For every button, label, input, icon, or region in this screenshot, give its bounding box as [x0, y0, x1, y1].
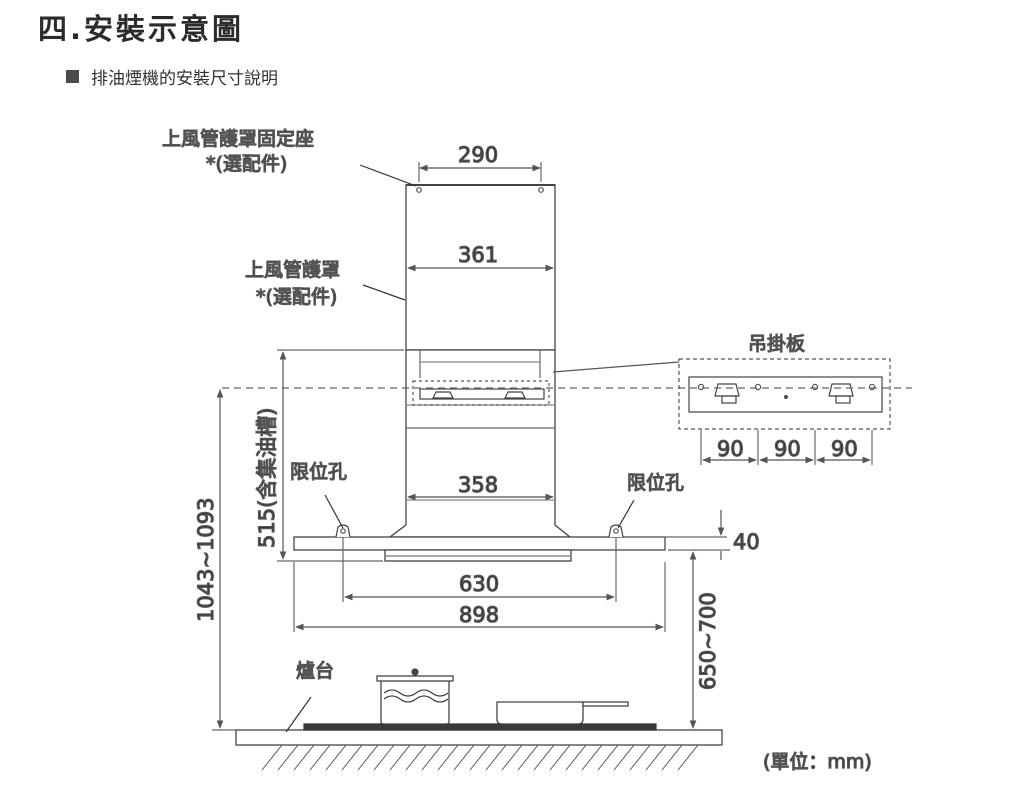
- label-unit: (單位：mm): [763, 751, 872, 773]
- dim-361: 361: [458, 243, 498, 267]
- subtitle-text: 排油煙機的安裝尺寸說明: [91, 69, 278, 89]
- stove-plate: [303, 723, 657, 731]
- hood-plate: [293, 536, 666, 551]
- dim-515: 515(含集油槽): [255, 408, 279, 548]
- limit-hole-tab-left: [335, 524, 351, 538]
- label-hanging-plate: 吊掛板: [748, 333, 805, 355]
- label-stove: 爐台: [296, 660, 334, 682]
- pot-icon: [376, 668, 454, 725]
- dim-40: 40: [733, 530, 760, 554]
- hood-canopy: [388, 524, 572, 538]
- leader-upper-bracket: [359, 164, 417, 187]
- limit-hole-tab-right: [608, 524, 624, 538]
- dim-90-b: 90: [774, 437, 801, 461]
- label-upper-cover: 上風管護罩: [245, 259, 340, 281]
- dim-90-a: 90: [717, 437, 744, 461]
- bracket-hole-right: [538, 187, 544, 193]
- dim-290: 290: [458, 143, 498, 167]
- label-upper-cover-note: *(選配件): [256, 286, 337, 308]
- dim-650-700: 650~700: [696, 592, 720, 690]
- floor-hatching: [261, 744, 699, 771]
- leader-limit-right: [617, 499, 635, 529]
- dim-358: 358: [458, 473, 498, 497]
- page-title: 四.安裝示意圖: [38, 12, 245, 46]
- dim-1043-1093: 1043~1093: [194, 498, 218, 622]
- section-subtitle: 排油煙機的安裝尺寸說明: [66, 64, 278, 89]
- bullet-square-icon: [66, 70, 79, 83]
- dim-630: 630: [459, 572, 499, 596]
- countertop: [235, 729, 723, 746]
- label-upper-bracket-note: *(選配件): [206, 153, 287, 175]
- label-upper-bracket: 上風管護罩固定座: [162, 128, 314, 150]
- dim-90-c: 90: [831, 437, 858, 461]
- bracket-hole-left: [416, 187, 422, 193]
- leader-upper-cover: [362, 284, 406, 301]
- label-limit-hole-right: 限位孔: [627, 472, 684, 494]
- hanging-plate-detail-frame: [678, 358, 891, 430]
- hanging-plate-in-body: [412, 380, 550, 406]
- lower-duct: [405, 349, 556, 531]
- dim-898: 898: [459, 603, 499, 627]
- pan-icon: [496, 701, 629, 725]
- hanging-plate-detail: [688, 376, 883, 413]
- leader-limit-left: [324, 494, 344, 529]
- label-limit-hole-left: 限位孔: [290, 461, 347, 483]
- leader-stove: [285, 696, 312, 733]
